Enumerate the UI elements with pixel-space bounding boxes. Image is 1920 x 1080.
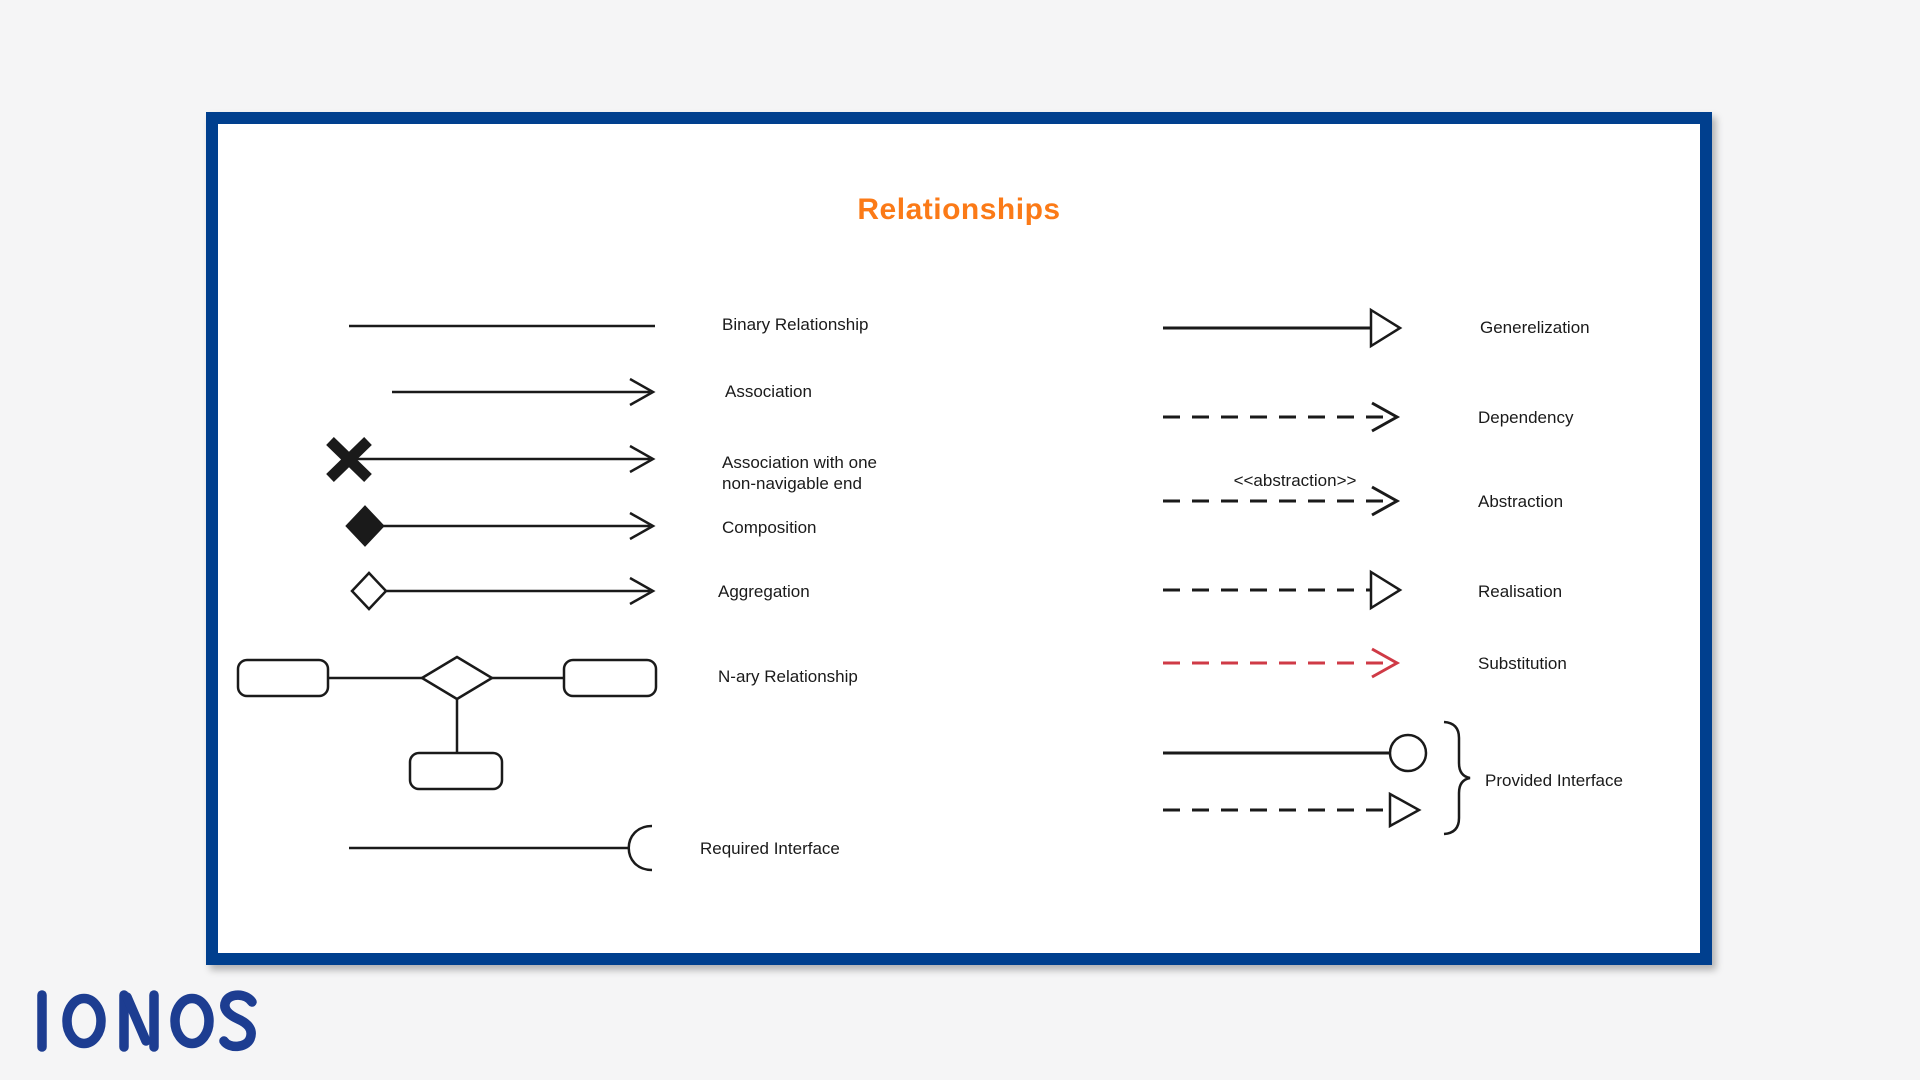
required-interface-symbol xyxy=(349,824,653,872)
logo-letter-n-diagonal xyxy=(122,992,151,1046)
label-abstraction-stereotype: <<abstraction>> xyxy=(1233,471,1357,490)
dependency-symbol xyxy=(1163,401,1401,433)
label-dependency: Dependency xyxy=(1478,408,1574,427)
logo-letter-s xyxy=(219,990,257,1052)
label-required-interface: Required Interface xyxy=(700,839,840,858)
nary-relationship-symbol xyxy=(236,655,658,791)
provided-interface-symbol xyxy=(1163,720,1471,836)
generalization-symbol xyxy=(1163,307,1403,349)
logo-letter-o2 xyxy=(170,993,214,1049)
abstraction-symbol xyxy=(1163,485,1401,517)
ionos-logo xyxy=(37,990,257,1052)
label-association: Association xyxy=(725,382,812,401)
label-provided-interface: Provided Interface xyxy=(1485,771,1623,790)
label-realisation: Realisation xyxy=(1478,582,1563,601)
label-abstraction: Abstraction xyxy=(1478,492,1564,511)
label-nary-relationship: N-ary Relationship xyxy=(718,667,858,686)
association-non-navigable-symbol xyxy=(326,437,656,482)
label-substitution: Substitution xyxy=(1478,654,1567,673)
diagram-title: Relationships xyxy=(857,193,1061,226)
composition-symbol xyxy=(345,505,656,547)
label-binary-relationship: Binary Relationship xyxy=(722,315,869,334)
diagram-panel xyxy=(206,112,1712,965)
label-association-non-navigable: Association with one non-navigable end xyxy=(722,453,877,493)
label-composition: Composition xyxy=(722,518,817,537)
association-arrow-symbol xyxy=(392,377,656,407)
label-aggregation: Aggregation xyxy=(718,582,810,601)
aggregation-symbol xyxy=(350,571,656,611)
realisation-symbol xyxy=(1163,569,1403,611)
substitution-symbol xyxy=(1163,647,1401,679)
logo-letter-o1 xyxy=(62,993,106,1049)
label-generalization: Generelization xyxy=(1480,318,1590,337)
curly-brace xyxy=(1443,720,1471,836)
